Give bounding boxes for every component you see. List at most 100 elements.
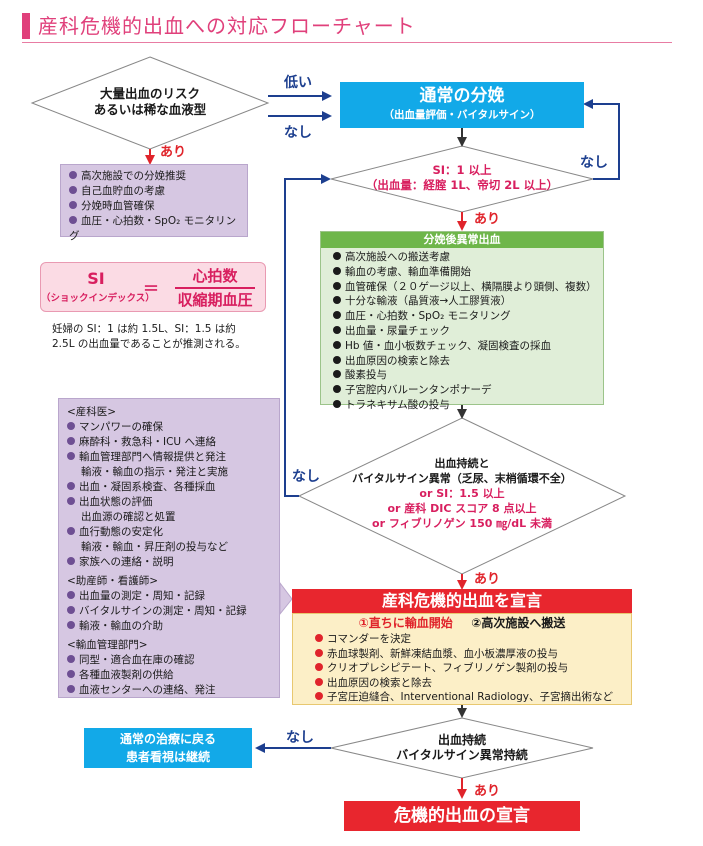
si-diamond-line1: SI：1 以上 bbox=[432, 163, 492, 177]
obstetrics-subitem: 輸液・輸血・昇圧剤の投与など bbox=[81, 541, 228, 553]
si-formula-fraction-line bbox=[175, 287, 255, 289]
si-note-line2: 2.5L の出血量であることが推測される。 bbox=[52, 338, 246, 350]
critical-box: ①直ちに輸血開始 ②高次施設へ搬送 コマンダーを決定赤血球製剤、新鮮凍結血漿、血… bbox=[292, 613, 632, 705]
critical-item: 出血原因の検索と除去 bbox=[315, 676, 631, 691]
postpartum-item: 酸素投与 bbox=[333, 368, 603, 383]
label-yes-continue: あり bbox=[474, 784, 501, 799]
postpartum-item: 十分な輸液（晶質液→人工膠質液） bbox=[333, 294, 603, 309]
risk-actions-box: 高次施設での分娩推奨自己血貯血の考慮分娩時血管確保血圧・心拍数・SpO₂ モニタ… bbox=[60, 164, 248, 242]
label-none-risk: なし bbox=[284, 125, 312, 141]
bullet-dot-icon bbox=[67, 527, 75, 535]
critical-item: 子宮圧迫縫合、Interventional Radiology、子宮摘出術など bbox=[315, 690, 631, 705]
bullet-dot-icon bbox=[333, 399, 341, 408]
bullet-dot-icon bbox=[333, 340, 341, 349]
bullet-dot-icon bbox=[67, 437, 75, 445]
bloodbank-item-text: 血液センターへの連絡、発注 bbox=[79, 684, 216, 696]
postpartum-item: 血管確保（２０ゲージ以上、横隔膜より頭側、複数） bbox=[333, 280, 603, 295]
risk-action-item: 血圧・心拍数・SpO₂ モニタリング bbox=[69, 214, 239, 244]
obstetrics-item-text: 輸血管理部門へ情報提供と発注 bbox=[79, 451, 226, 463]
bullet-dot-icon bbox=[333, 385, 341, 394]
title-divider bbox=[22, 42, 672, 43]
continue-diamond: 出血持続 バイタルサイン異常持続 bbox=[352, 733, 572, 763]
bullet-dot-icon bbox=[333, 281, 341, 290]
critical-item-text: 子宮圧迫縫合、Interventional Radiology、子宮摘出術など bbox=[327, 691, 614, 704]
postpartum-header: 分娩後異常出血 bbox=[321, 232, 603, 248]
bullet-dot-icon bbox=[67, 606, 75, 614]
obstetrics-item-text: 血行動態の安定化 bbox=[79, 526, 163, 538]
bloodbank-item: 血液センターへの連絡、発注 bbox=[67, 683, 271, 698]
bullet-dot-icon bbox=[67, 452, 75, 460]
bullet-dot-icon bbox=[315, 648, 323, 657]
bullet-dot-icon bbox=[69, 171, 77, 179]
postpartum-item: 子宮腔内バルーンタンポナーデ bbox=[333, 383, 603, 398]
risk-action-item-text: 高次施設での分娩推奨 bbox=[81, 170, 186, 182]
critical-item-text: コマンダーを決定 bbox=[327, 633, 411, 645]
postpartum-item: Hb 値・血小板数チェック、凝固検査の採血 bbox=[333, 339, 603, 354]
obstetrics-item-text: マンパワーの確保 bbox=[79, 421, 163, 433]
obstetrics-subitem: 出血源の確認と処置 bbox=[81, 511, 176, 523]
bullet-dot-icon bbox=[69, 186, 77, 194]
critical-leads: ①直ちに輸血開始 ②高次施設へ搬送 bbox=[293, 614, 631, 632]
bullet-dot-icon bbox=[333, 296, 341, 305]
label-yes-persist: あり bbox=[474, 572, 501, 587]
return-line2: 患者看視は継続 bbox=[125, 750, 210, 764]
risk-diamond-line1: 大量出血のリスク bbox=[99, 86, 200, 101]
roles-callout-pointer bbox=[279, 581, 293, 616]
normal-delivery-box: 通常の分娩 （出血量評価・バイタルサイン） bbox=[340, 82, 584, 128]
persist-diamond: 出血持続と バイタルサイン異常（乏尿、末梢循環不全） or SI：1.5 以上 … bbox=[322, 456, 602, 531]
bullet-dot-icon bbox=[333, 370, 341, 379]
obstetrics-item: マンパワーの確保 bbox=[67, 420, 271, 435]
bullet-dot-icon bbox=[67, 685, 75, 693]
risk-actions-list: 高次施設での分娩推奨自己血貯血の考慮分娩時血管確保血圧・心拍数・SpO₂ モニタ… bbox=[69, 169, 239, 244]
risk-action-item-text: 分娩時血管確保 bbox=[81, 200, 155, 212]
critical-header: 産科危機的出血を宣言 bbox=[292, 589, 632, 613]
bullet-dot-icon bbox=[67, 557, 75, 565]
continue-line1: 出血持続 bbox=[437, 733, 486, 747]
return-line1: 通常の治療に戻る bbox=[119, 732, 216, 746]
risk-action-item: 分娩時血管確保 bbox=[69, 199, 239, 214]
persist-line1: 出血持続と bbox=[434, 457, 490, 470]
roles-box: <産科医> マンパワーの確保麻酔科・救急科・ICU へ連絡輸血管理部門へ情報提供… bbox=[58, 398, 280, 698]
label-yes-risk: あり bbox=[160, 145, 187, 160]
bullet-dot-icon bbox=[315, 677, 323, 686]
bullet-dot-icon bbox=[67, 621, 75, 629]
postpartum-item-text: 酸素投与 bbox=[345, 369, 387, 382]
postpartum-item-text: 高次施設への搬送考慮 bbox=[345, 251, 450, 263]
si-note: 妊婦の SI：1 は約 1.5L、SI：1.5 は約 2.5L の出血量であるこ… bbox=[52, 322, 246, 352]
si-formula-numerator: 心拍数 bbox=[192, 267, 238, 285]
page-title: 産科危機的出血への対応フローチャート bbox=[38, 14, 416, 38]
bloodbank-item: 同型・適合血在庫の確認 bbox=[67, 653, 271, 668]
continue-line2: バイタルサイン異常持続 bbox=[396, 748, 528, 762]
critical-lead2: ②高次施設へ搬送 bbox=[471, 616, 566, 630]
si-formula-equals: ＝ bbox=[143, 279, 160, 298]
obstetrics-item: 出血状態の評価 bbox=[67, 495, 271, 510]
postpartum-item-text: トラネキサム酸の投与 bbox=[345, 398, 450, 411]
midwife-item: 出血量の測定・周知・記録 bbox=[67, 589, 271, 604]
risk-diamond-line2: あるいは稀な血液型 bbox=[93, 102, 207, 117]
risk-action-item-text: 血圧・心拍数・SpO₂ モニタリング bbox=[69, 215, 237, 242]
obstetrics-item-text: 出血状態の評価 bbox=[79, 496, 153, 508]
label-none-si: なし bbox=[580, 155, 608, 171]
persist-line2: バイタルサイン異常（乏尿、末梢循環不全） bbox=[352, 472, 572, 485]
bullet-dot-icon bbox=[333, 266, 341, 275]
obstetrics-item: 麻酔科・救急科・ICU へ連絡 bbox=[67, 435, 271, 450]
bullet-dot-icon bbox=[333, 252, 341, 260]
bullet-dot-icon bbox=[333, 325, 341, 334]
postpartum-item-text: 輸血の考慮、輸血準備開始 bbox=[345, 265, 471, 278]
roles-obstetrics-head: <産科医> bbox=[67, 406, 117, 418]
return-box: 通常の治療に戻る 患者看視は継続 bbox=[84, 728, 252, 768]
obstetrics-item: 輸血管理部門へ情報提供と発注 bbox=[67, 450, 271, 465]
obstetrics-item: 血行動態の安定化 bbox=[67, 525, 271, 540]
postpartum-item: 血圧・心拍数・SpO₂ モニタリング bbox=[333, 309, 603, 324]
normal-delivery-subtitle: （出血量評価・バイタルサイン） bbox=[383, 109, 541, 121]
midwife-item: 輸液・輸血の介助 bbox=[67, 619, 271, 634]
postpartum-item-text: 出血原因の検索と除去 bbox=[345, 354, 450, 367]
bullet-dot-icon bbox=[67, 670, 75, 678]
label-low: 低い bbox=[284, 75, 312, 91]
si-formula-sublabel: （ショックインデックス） bbox=[41, 293, 155, 304]
si-formula-box: SI （ショックインデックス） ＝ 心拍数 収縮期血圧 bbox=[40, 262, 266, 312]
postpartum-item-text: 血管確保（２０ゲージ以上、横隔膜より頭側、複数） bbox=[345, 280, 597, 293]
bullet-dot-icon bbox=[67, 591, 75, 599]
bullet-dot-icon bbox=[315, 692, 323, 701]
bullet-dot-icon bbox=[333, 355, 341, 364]
